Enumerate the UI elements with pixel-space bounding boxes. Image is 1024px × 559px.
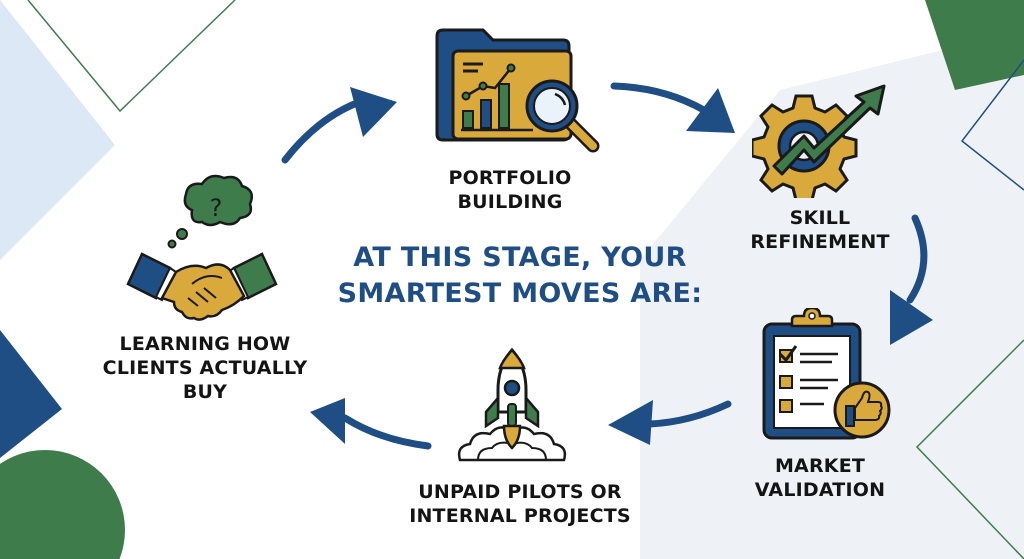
step-label-line: LEARNING HOW	[119, 333, 291, 355]
light-gray-panel-right	[640, 30, 1024, 559]
rocket-launch-icon	[457, 348, 567, 462]
green-square-top-right	[925, 0, 1024, 90]
step-label-line: UNPAID PILOTS OR	[418, 481, 622, 503]
step-label-line: MARKET	[774, 455, 866, 477]
green-outline-chevron-top-left	[27, 0, 236, 113]
arrow-to-pilots	[608, 400, 732, 445]
headline: AT THIS STAGE, YOUR SMARTEST MOVES ARE:	[300, 240, 740, 312]
step-label-line: CLIENTS ACTUALLY	[102, 357, 308, 379]
step-label-unpaid-pilots: UNPAID PILOTS OR INTERNAL PROJECTS	[370, 480, 670, 528]
navy-triangle-left	[0, 330, 62, 458]
arrow-to-portfolio	[281, 87, 397, 164]
green-circle-bottom-left	[0, 450, 125, 559]
clipboard-thumbs-up-icon	[762, 308, 891, 440]
step-label-line: REFINEMENT	[750, 231, 890, 253]
step-label-line: VALIDATION	[754, 479, 886, 501]
folder-chart-magnifier-icon	[435, 28, 600, 153]
step-label-learning-clients: LEARNING HOW CLIENTS ACTUALLY BUY	[75, 332, 335, 404]
step-label-line: SKILL	[789, 207, 851, 229]
step-label-line: PORTFOLIO	[448, 167, 572, 189]
headline-line-2: SMARTEST MOVES ARE:	[337, 278, 703, 309]
arrow-to-market	[890, 214, 933, 345]
navy-outline-chevron-right	[960, 59, 1024, 191]
gear-growth-arrow-icon	[752, 84, 886, 198]
step-label-skill-refinement: SKILL REFINEMENT	[720, 206, 920, 254]
arrow-to-learning	[310, 398, 432, 450]
handshake-thought-icon: ?	[126, 174, 278, 321]
headline-line-1: AT THIS STAGE, YOUR	[353, 242, 687, 273]
green-outline-chevron-bottom-right	[915, 339, 1024, 559]
step-label-line: BUILDING	[457, 191, 563, 213]
step-label-line: BUY	[182, 381, 228, 403]
light-blue-triangle-left	[0, 0, 115, 260]
step-label-portfolio-building: PORTFOLIO BUILDING	[400, 166, 620, 214]
step-label-line: INTERNAL PROJECTS	[409, 505, 631, 527]
arrow-to-skill	[610, 82, 735, 133]
svg-text:?: ?	[210, 194, 223, 222]
step-label-market-validation: MARKET VALIDATION	[720, 454, 920, 502]
